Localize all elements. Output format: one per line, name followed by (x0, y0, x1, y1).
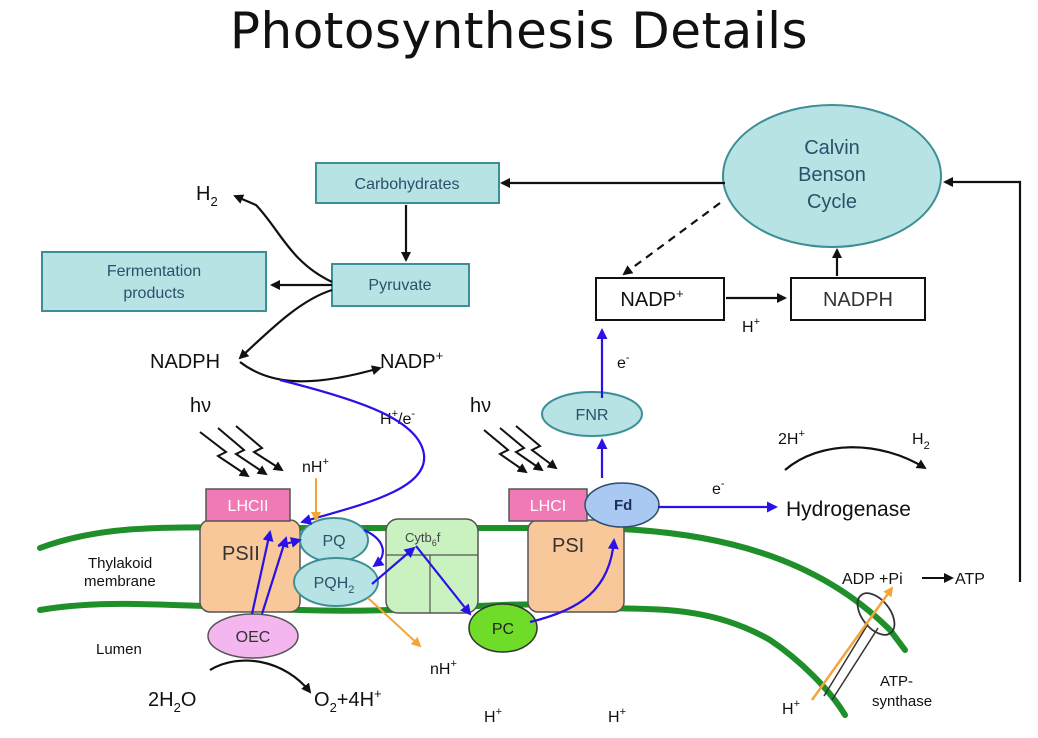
thylakoid-label-2: membrane (84, 573, 156, 590)
oec-ellipse: OEC (208, 614, 298, 658)
svg-text:PQ: PQ (322, 533, 345, 550)
svg-text:PC: PC (492, 621, 514, 638)
svg-text:PSI: PSI (552, 535, 584, 557)
svg-text:LHCII: LHCII (228, 498, 269, 515)
two-h-plus-label: 2H+ (778, 428, 805, 448)
svg-text:LHCI: LHCI (530, 498, 566, 515)
cycle-label: Cycle (807, 191, 857, 213)
pyruvate-box: Pyruvate (332, 264, 469, 306)
svg-text:NADP+: NADP+ (620, 286, 683, 311)
atp-label: ATP (955, 571, 985, 588)
atp-synthase-label-2: synthase (872, 693, 932, 710)
black-arrows (210, 182, 1020, 692)
light-bolts-right (484, 426, 556, 472)
h2-left-label: H2 (196, 183, 218, 209)
svg-text:FNR: FNR (576, 407, 609, 424)
e-hydrogenase-label: e- (712, 478, 725, 498)
calvin-label: Calvin (804, 137, 860, 159)
h-lumen-2-label: H+ (608, 706, 626, 726)
svg-text:products: products (123, 285, 184, 302)
thylakoid-label-1: Thylakoid (88, 555, 152, 572)
calvin-benson-cycle: Calvin Benson Cycle (723, 105, 941, 247)
lumen-label: Lumen (96, 641, 142, 658)
pc-ellipse: PC (469, 604, 537, 652)
nadph-label: NADPH (150, 351, 220, 373)
hv-left-label: hν (190, 395, 211, 417)
pqh2-ellipse: PQH2 (294, 558, 378, 606)
light-bolts-left (200, 426, 282, 476)
svg-text:Fd: Fd (614, 497, 632, 514)
lhci-box: LHCI (509, 489, 587, 521)
nadp-plus-label: NADP+ (380, 348, 443, 373)
nh-top-label: nH+ (302, 456, 329, 476)
h-atp-label: H+ (782, 698, 800, 718)
h-plus-e-label: H+/e- (380, 408, 415, 428)
e-fnr-label: e- (617, 352, 630, 372)
svg-text:NADPH: NADPH (823, 289, 893, 311)
hv-right-label: hν (470, 395, 491, 417)
benson-label: Benson (798, 164, 866, 186)
fd-ellipse: Fd (585, 483, 659, 527)
adp-pi-label: ADP +Pi (842, 571, 903, 588)
atp-synthase-label-1: ATP- (880, 673, 913, 690)
pq-ellipse: PQ (300, 518, 368, 562)
psii-complex: PSII (200, 520, 300, 612)
water-label: 2H2O (148, 689, 196, 715)
carbohydrates-box: Carbohydrates (316, 163, 499, 203)
svg-text:OEC: OEC (236, 629, 271, 646)
h2-right-label: H2 (912, 431, 930, 452)
oxygen-label: O2+4H+ (314, 686, 382, 715)
nadp-box: NADP+ (596, 278, 724, 320)
fermentation-products-box: Fermentation products (42, 252, 266, 311)
hydrogenase-label: Hydrogenase (786, 498, 911, 521)
nadph-box: NADPH (791, 278, 925, 320)
h-lumen-1-label: H+ (484, 706, 502, 726)
svg-text:Carbohydrates: Carbohydrates (355, 176, 460, 193)
svg-text:PSII: PSII (222, 543, 260, 565)
lhcii-box: LHCII (206, 489, 290, 521)
fnr-ellipse: FNR (542, 392, 642, 436)
svg-text:Pyruvate: Pyruvate (368, 277, 431, 294)
nh-bottom-label: nH+ (430, 658, 457, 678)
svg-text:Fermentation: Fermentation (107, 263, 201, 280)
h-plus-nadp-label: H+ (742, 316, 760, 336)
